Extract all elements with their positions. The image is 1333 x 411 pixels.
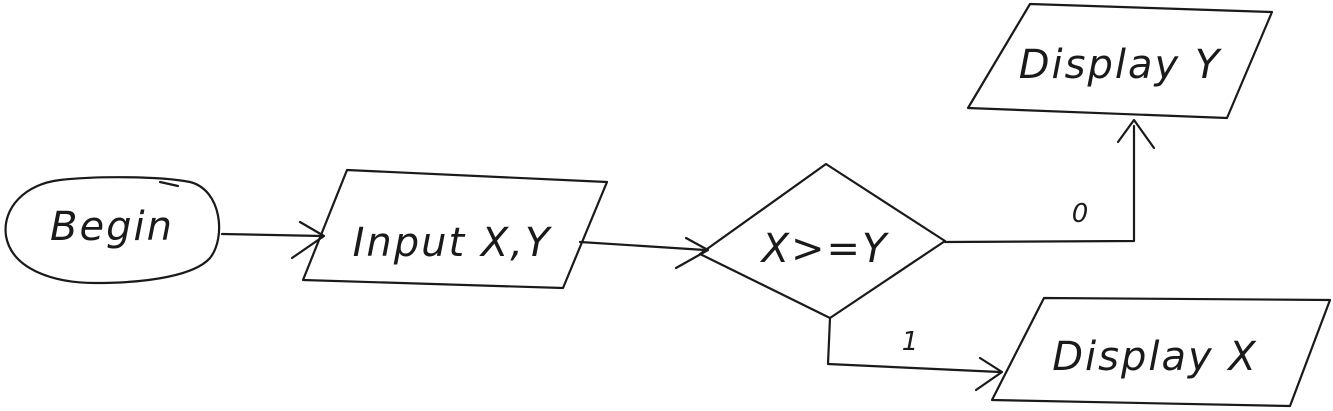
edge-label-zero: 0 [1072, 199, 1089, 229]
input-shape [301, 168, 609, 290]
edge-input-to-decision [578, 236, 710, 270]
edge-decision-to-display-x: 1 [826, 316, 1004, 392]
begin-shape-overlap [158, 180, 180, 188]
edge-input-decision-line [578, 240, 707, 252]
decision-label: X>=Y [760, 226, 890, 272]
display-y-label: Display Y [1019, 42, 1223, 88]
display-y-shape [966, 2, 1274, 120]
edge-decision-display-x-arrowhead [974, 356, 1004, 392]
display-x-shape [990, 296, 1332, 408]
edge-begin-input-arrowhead [290, 220, 326, 260]
edge-decision-display-y-line [943, 124, 1136, 244]
edge-label-one: 1 [902, 327, 919, 357]
node-input: Input X,Y [301, 168, 609, 290]
display-x-label: Display X [1052, 334, 1258, 380]
begin-shape [4, 176, 221, 285]
edge-decision-display-x-line [826, 316, 1002, 374]
edge-decision-to-display-y: 0 [943, 118, 1156, 244]
node-begin: Begin [4, 176, 221, 285]
node-display-x: Display X [990, 296, 1332, 408]
node-decision: X>=Y [698, 162, 947, 320]
edge-decision-display-y-arrowhead [1116, 118, 1156, 150]
node-display-y: Display Y [966, 2, 1274, 120]
edge-begin-input-line [220, 232, 324, 238]
begin-label: Begin [50, 204, 174, 250]
edge-begin-to-input [220, 220, 326, 260]
input-label: Input X,Y [353, 220, 553, 266]
edge-input-decision-arrowhead [674, 236, 710, 270]
